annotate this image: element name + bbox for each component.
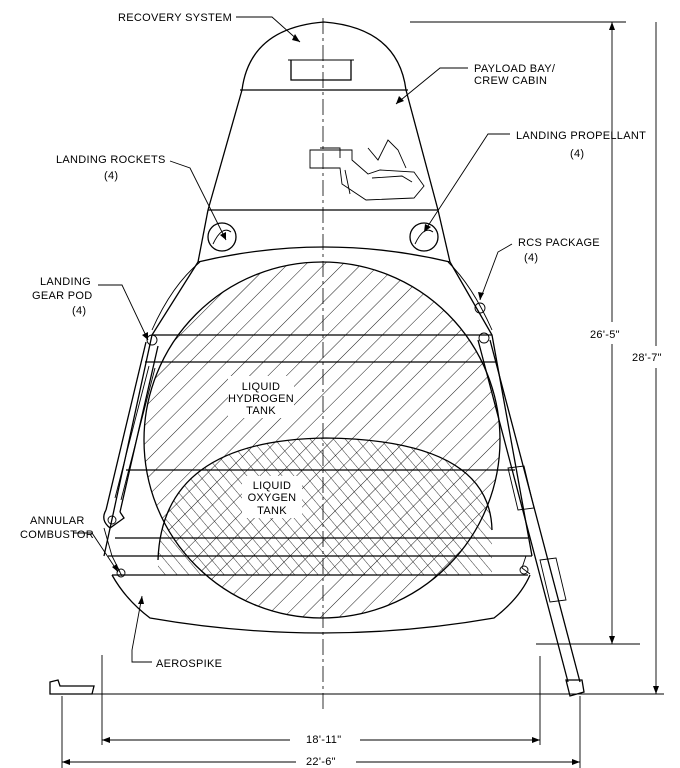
dim-height-total xyxy=(640,22,664,695)
arrow-payload xyxy=(396,96,404,104)
label-landing-rockets-count: (4) xyxy=(104,170,118,182)
dim-height-total-label: 28'-7" xyxy=(632,352,662,364)
leader-landing-rockets xyxy=(169,160,227,241)
label-rcs-package-count: (4) xyxy=(524,252,538,264)
rocket-band-right xyxy=(437,209,451,263)
label-annular-2: COMBUSTOR xyxy=(20,529,94,541)
dim-base-diameter-label: 18'-11" xyxy=(306,734,341,746)
recovery-system-box xyxy=(290,60,352,81)
label-lh2-1: LIQUID xyxy=(242,381,280,393)
lox-label-mask xyxy=(242,476,302,518)
label-payload-bay-1: PAYLOAD BAY/ xyxy=(474,63,556,75)
arrow-propellant xyxy=(424,224,431,232)
label-annular-1: ANNULAR xyxy=(30,515,85,527)
landing-gear-right xyxy=(474,302,585,697)
landing-gear-left xyxy=(103,334,159,578)
arrow-gear xyxy=(142,332,148,340)
label-recovery-system: RECOVERY SYSTEM xyxy=(118,12,232,24)
crew-seat-detail xyxy=(320,147,413,195)
dim-gear-span-label: 22'-6" xyxy=(306,756,336,768)
label-landing-propellant: LANDING PROPELLANT xyxy=(516,130,646,142)
cone-left-edge xyxy=(207,89,243,211)
aerospike-base xyxy=(111,574,531,634)
label-landing-rockets: LANDING ROCKETS xyxy=(56,154,166,166)
lh2-tank xyxy=(143,261,501,619)
cone-right-edge xyxy=(405,89,439,211)
label-lox-1: LIQUID xyxy=(253,480,291,492)
leader-payload-bay xyxy=(395,67,468,105)
gear-fairing-left xyxy=(151,261,201,331)
label-landing-gear-2: GEAR POD xyxy=(32,290,92,302)
leader-landing-gear xyxy=(98,284,149,341)
label-rcs-package: RCS PACKAGE xyxy=(518,237,600,249)
left-footpad xyxy=(49,679,95,695)
label-lh2-3: TANK xyxy=(246,405,276,417)
lh2-label-mask xyxy=(228,376,294,418)
crew-figure xyxy=(367,139,407,169)
lox-tank xyxy=(157,437,493,561)
dim-base-diameter xyxy=(101,655,541,745)
leader-aerospike xyxy=(131,595,152,663)
dim-height-body-label: 26'-5" xyxy=(590,329,620,341)
leader-landing-propellant xyxy=(423,133,510,233)
landing-rocket-right-nozzle xyxy=(414,229,434,245)
leader-annular-combustor xyxy=(74,532,119,573)
arrow-aerospike xyxy=(138,596,144,604)
rocket-band-left xyxy=(197,209,209,263)
crew-seat xyxy=(309,149,425,201)
recovery-dome xyxy=(241,21,407,91)
arrow-rcs xyxy=(478,292,484,300)
label-payload-bay-2: CREW CABIN xyxy=(474,75,547,87)
label-landing-gear-count: (4) xyxy=(72,305,86,317)
label-aerospike: AEROSPIKE xyxy=(156,658,222,670)
label-landing-propellant-count: (4) xyxy=(570,148,584,160)
landing-rocket-right xyxy=(409,222,439,252)
arrow-rockets xyxy=(220,232,226,240)
dim-gear-span xyxy=(61,696,581,768)
arrow-recovery xyxy=(292,34,300,42)
rocket-band-arc xyxy=(197,246,451,263)
label-landing-gear-1: LANDING xyxy=(40,276,91,288)
leader-rcs-package xyxy=(479,243,513,301)
dim-height-body xyxy=(410,21,640,645)
label-lox-3: TANK xyxy=(257,505,287,517)
arrow-annular xyxy=(112,564,118,572)
label-lh2-2: HYDROGEN xyxy=(228,393,294,405)
leader-recovery-system xyxy=(236,16,301,43)
landing-rocket-left xyxy=(207,222,237,252)
gear-fairing-right xyxy=(447,261,493,331)
label-lox-2: OXYGEN xyxy=(248,492,297,504)
